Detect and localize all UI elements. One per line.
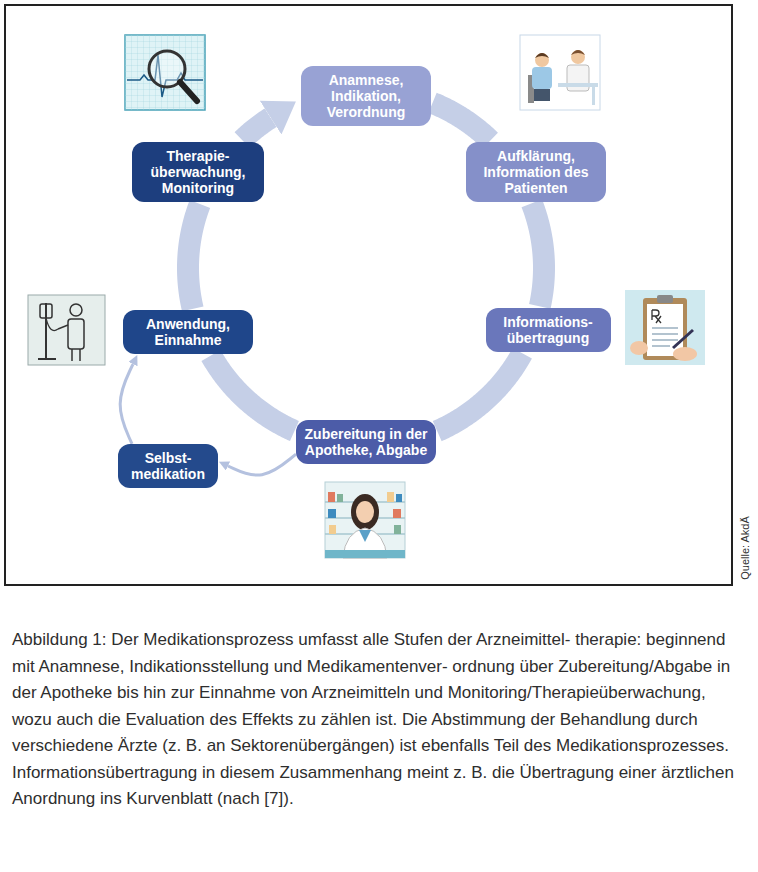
process-box: Aufklärung, Information des Patienten [466, 142, 606, 202]
process-box: Zubereitung in der Apotheke, Abgabe [296, 420, 436, 464]
cycle-arrow [532, 203, 544, 306]
process-box: Therapie- überwachung, Monitoring [132, 142, 264, 202]
cycle-arrow [242, 118, 270, 140]
counter [325, 550, 405, 558]
patient-head [535, 53, 549, 67]
shelf-box [396, 494, 402, 502]
doctor-head [571, 50, 585, 64]
person-body [68, 319, 84, 349]
person-leg [71, 349, 73, 361]
desk-leg [592, 87, 595, 105]
clip [657, 295, 673, 303]
node-text: Anamnese, Indikation, Verordnung [309, 72, 423, 120]
node-text: Aufklärung, Information des Patienten [474, 148, 598, 196]
person-leg [79, 349, 81, 361]
figure-caption: Abbildung 1: Der Medikationsprozess umfa… [12, 627, 748, 813]
shelf-box [337, 494, 343, 502]
node-text: Informations- übertragung [494, 314, 603, 346]
desk [558, 83, 598, 87]
hand [673, 347, 697, 361]
node-text: Therapie- überwachung, Monitoring [140, 148, 256, 196]
person-arm [58, 325, 68, 329]
doctor-coat [567, 65, 589, 91]
iv-base [38, 358, 56, 360]
patient-legs [534, 89, 550, 101]
cycle-arrow [437, 353, 522, 431]
flow-arrow [120, 364, 133, 444]
text-lines [652, 328, 678, 346]
magnifier-handle [180, 82, 197, 101]
shelf-box [387, 492, 394, 502]
figure-frame [5, 5, 732, 585]
pen [673, 330, 693, 348]
shelf-box [328, 509, 336, 518]
paper [647, 304, 683, 356]
icon-ground [520, 35, 600, 110]
pharmacist-face [356, 501, 374, 523]
cycle-arrow [433, 103, 491, 141]
shelf-box [328, 492, 335, 502]
icon-ground [28, 295, 105, 365]
cycle-arrow [211, 355, 294, 431]
icon-ground [625, 290, 705, 365]
process-box: Informations- übertragung [486, 308, 611, 352]
iv-tube [46, 318, 58, 331]
hand [630, 341, 648, 355]
infusion-icon [28, 295, 105, 365]
iv-pole [45, 303, 47, 359]
patient-hair [535, 53, 549, 58]
flow-arrow [228, 454, 296, 475]
ecg-grid [125, 35, 205, 110]
shelf-box [394, 525, 401, 534]
node-text: Anwendung, Einnahme [131, 316, 245, 348]
process-box: Selbst- medikation [118, 444, 218, 488]
shelf-box [393, 509, 401, 518]
rx-symbol [652, 310, 661, 323]
process-box: Anamnese, Indikation, Verordnung [301, 66, 431, 126]
cycle-arrow [188, 204, 200, 309]
pharmacist-icon [325, 482, 405, 558]
patient-body [532, 67, 552, 89]
node-text: Zubereitung in der Apotheke, Abgabe [304, 426, 428, 458]
ecg-paper [125, 35, 205, 110]
person-head [70, 304, 82, 316]
pharmacist-hair [351, 494, 379, 530]
process-box: Anwendung, Einnahme [123, 310, 253, 354]
node-text: Selbst- medikation [126, 450, 210, 482]
prescription-icon [625, 290, 705, 365]
pharmacist-shirt [359, 530, 371, 542]
iv-bag [40, 304, 52, 318]
ecg-icon [125, 35, 205, 110]
source-label: Quelle: AkdÄ [739, 516, 751, 580]
consultation-icon [520, 35, 600, 110]
doctor-hair [571, 50, 585, 55]
shelf-box [329, 525, 336, 534]
icon-ground [325, 482, 405, 558]
